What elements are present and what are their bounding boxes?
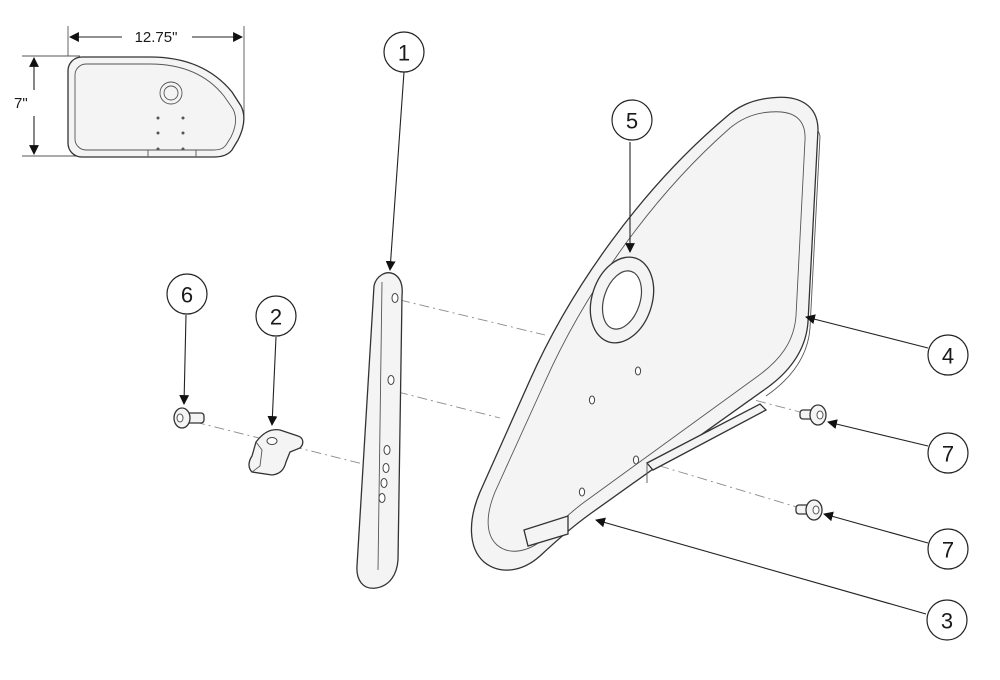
callout-7-upper-label: 7: [942, 442, 954, 467]
callout-2-circle: [255, 295, 297, 337]
callout-5-label: 5: [626, 109, 638, 134]
screw-socket: [816, 410, 824, 420]
leader-3: [595, 517, 927, 615]
bracket-clip-body: [248, 428, 304, 476]
leader-6: [179, 314, 190, 405]
callout-2-label: 2: [270, 305, 282, 330]
height-dimension-label: 7": [14, 95, 28, 112]
thumbnail-hole: [156, 131, 160, 135]
screw-right-lower: [795, 499, 823, 521]
plate-hole: [578, 487, 586, 497]
leader-7b: [823, 511, 929, 544]
dimension-thumbnail: 12.75" 7": [14, 26, 245, 158]
callout-7-lower: 7: [927, 528, 969, 570]
callout-3-circle: [926, 599, 968, 641]
port-ring-inner: [601, 270, 643, 330]
thumbnail-hole: [156, 147, 160, 151]
plate-slot-lower: [523, 515, 569, 547]
centerline: [399, 299, 546, 336]
side-plate-edge: [765, 129, 821, 397]
strap-hole: [380, 478, 388, 488]
screw-right-upper: [799, 404, 827, 426]
centerline: [397, 391, 501, 419]
bracket-clip: [248, 428, 304, 476]
screw-socket: [812, 505, 820, 515]
callout-3: 3: [926, 599, 968, 641]
strap-hole: [383, 445, 391, 455]
leader-4: [805, 314, 929, 349]
side-plate: [470, 96, 821, 571]
leader-2: [267, 336, 278, 426]
strap-hole: [382, 463, 390, 473]
leader-7a: [827, 419, 929, 447]
strap-hole: [387, 375, 395, 385]
thumbnail-port-inner: [163, 85, 179, 101]
callout-4: 4: [927, 334, 969, 376]
plate-hole: [634, 366, 642, 376]
plate-hole: [588, 395, 596, 405]
screw-left: [173, 407, 205, 429]
strap-hole: [378, 493, 386, 503]
callout-2: 2: [255, 295, 297, 337]
callout-1-circle: [383, 31, 425, 73]
callout-6: 6: [166, 273, 208, 315]
thumbnail-port-outer: [159, 81, 183, 105]
plate-slot-upper: [645, 403, 768, 471]
callout-7-upper-circle: [927, 432, 969, 474]
thumbnail-plate-inner: [74, 63, 236, 151]
plate-hole: [632, 455, 640, 465]
screw-socket: [176, 413, 184, 423]
callout-7-upper: 7: [927, 432, 969, 474]
thumbnail-hole: [181, 116, 185, 120]
callout-7-lower-label: 7: [942, 538, 954, 563]
side-plate-outer: [470, 96, 819, 571]
callout-7-lower-circle: [927, 528, 969, 570]
bracket-clip-hole: [266, 437, 278, 445]
callout-6-label: 6: [181, 283, 193, 308]
leader-1: [385, 71, 405, 271]
side-plate-inner: [487, 111, 806, 552]
callout-3-label: 3: [941, 609, 953, 634]
bracket-clip-face: [251, 441, 263, 473]
vertical-strap: [356, 272, 403, 589]
thumbnail-hole: [181, 147, 185, 151]
leader-lines: [179, 71, 929, 615]
vertical-strap-edge: [377, 281, 383, 571]
strap-hole: [391, 293, 399, 303]
callout-5-circle: [611, 99, 653, 141]
thumbnail-hole: [181, 131, 185, 135]
callout-6-circle: [166, 273, 208, 315]
callout-5: 5: [611, 99, 653, 141]
callout-1: 1: [383, 31, 425, 73]
callout-4-circle: [927, 334, 969, 376]
width-dimension-label: 12.75": [135, 29, 178, 46]
thumbnail-plate: [67, 56, 245, 158]
callout-4-label: 4: [942, 344, 954, 369]
centerline: [194, 421, 376, 468]
thumbnail-hole: [156, 116, 160, 120]
centerline: [639, 459, 801, 509]
callout-1-label: 1: [398, 41, 410, 66]
